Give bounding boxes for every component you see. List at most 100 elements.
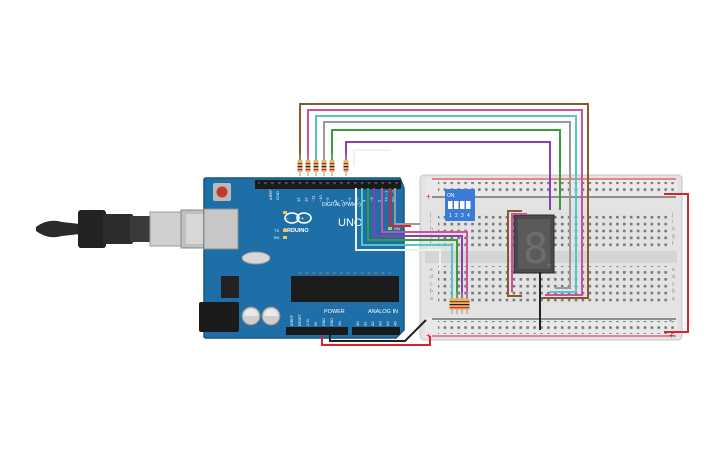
power-jack xyxy=(199,302,239,332)
analog-pin-label: A1 xyxy=(364,321,368,326)
analog-pin-label: A0 xyxy=(356,321,360,326)
digital-pin-label: 2 xyxy=(376,199,381,202)
row-letter: c xyxy=(430,281,433,287)
l-led xyxy=(283,211,287,214)
row-letter: i xyxy=(672,219,673,225)
on-label: ON xyxy=(394,226,400,231)
dip-number: 1 xyxy=(449,213,452,219)
power-pin-label: 5V xyxy=(314,321,318,326)
arduino-logo: − + xyxy=(284,212,312,224)
svg-text:−: − xyxy=(286,216,289,222)
resistor[interactable] xyxy=(449,292,455,314)
rx-led xyxy=(283,236,287,239)
analog-pin-label: A5 xyxy=(394,321,398,326)
analog-pin-label: A4 xyxy=(386,321,390,326)
dip-number: 3 xyxy=(461,213,464,219)
arduino-model: UNO xyxy=(338,217,363,229)
digital-pin-label: 4 xyxy=(362,199,367,202)
rail-minus-right-bottom: - xyxy=(669,316,672,325)
row-letter: e xyxy=(430,267,433,273)
rx-label: RX xyxy=(274,235,280,240)
digital-pin-label: ~9 xyxy=(325,197,330,202)
resistor[interactable] xyxy=(459,292,465,314)
analog-label: ANALOG IN xyxy=(368,309,398,315)
row-letter: d xyxy=(672,274,675,280)
resistor[interactable] xyxy=(343,154,349,176)
digital-pin-label: 13 xyxy=(296,197,301,202)
signal-wires[interactable] xyxy=(299,103,589,299)
row-letter: h xyxy=(430,226,433,232)
digital-pin-label: ~11 xyxy=(311,195,316,202)
dip-wires[interactable] xyxy=(355,188,468,298)
digital-pin-label: 8 xyxy=(333,199,338,202)
svg-text:+: + xyxy=(301,216,304,222)
reset-button-cap[interactable] xyxy=(216,186,228,198)
voltage-regulator xyxy=(221,276,239,298)
gnd-label: GND xyxy=(275,191,280,200)
dip-number: 4 xyxy=(467,213,470,219)
digital-label: DIGITAL (PWM~) xyxy=(322,202,361,208)
row-letter: a xyxy=(430,296,433,302)
row-letter: c xyxy=(672,281,675,287)
dip-number: 2 xyxy=(455,213,458,219)
tx-label: TX xyxy=(274,228,279,233)
usb-port xyxy=(203,208,239,250)
display-wires[interactable] xyxy=(507,210,541,330)
row-letter: b xyxy=(672,289,675,295)
digital-pin-label: RX←0 xyxy=(391,189,396,202)
resistor[interactable] xyxy=(305,154,311,176)
row-letter: h xyxy=(672,226,675,232)
digital-pin-label: ~3 xyxy=(369,197,374,202)
resistor[interactable] xyxy=(313,154,319,176)
tx-led xyxy=(283,229,287,232)
power-pin-label: 3.3V xyxy=(306,318,310,326)
crystal xyxy=(241,251,271,265)
resistor[interactable] xyxy=(329,154,335,176)
resistor[interactable] xyxy=(464,292,470,314)
analog-pin-label: A3 xyxy=(379,321,383,326)
row-letter: f xyxy=(672,241,674,247)
seven-segment-digit: 8 xyxy=(523,224,548,273)
power-label: POWER xyxy=(324,309,345,315)
row-letter: j xyxy=(671,212,673,218)
digital-pin-label: TX→1 xyxy=(384,190,389,202)
microcontroller-chip xyxy=(291,276,399,302)
analog-pin-label: A2 xyxy=(371,321,375,326)
resistor[interactable] xyxy=(321,154,327,176)
bottom-resistors[interactable] xyxy=(449,292,470,314)
digital-pin-label: ~6 xyxy=(347,197,352,202)
row-letter: g xyxy=(672,234,675,240)
power-pin-label: RESET xyxy=(298,313,302,326)
resistor[interactable] xyxy=(297,154,303,176)
resistor[interactable] xyxy=(454,292,460,314)
aref-label: AREF xyxy=(268,189,273,200)
row-letter: e xyxy=(672,267,675,273)
digital-pin-label: ~10 xyxy=(318,194,323,202)
row-letter: b xyxy=(430,289,433,295)
row-letter: j xyxy=(429,212,431,218)
power-wires[interactable] xyxy=(321,193,689,346)
digital-pin-label: 7 xyxy=(340,199,345,202)
row-letter: f xyxy=(430,241,432,247)
power-pin-label: GND xyxy=(330,318,334,326)
row-letter: d xyxy=(430,274,433,280)
digital-pin-label: 12 xyxy=(303,197,308,202)
dip-on-label: ON xyxy=(447,193,455,199)
rail-plus-right-bottom: + xyxy=(669,331,674,340)
power-pin-label: GND xyxy=(322,318,326,326)
rail-plus-left-bottom: + xyxy=(426,331,431,340)
power-pin-label: IOREF xyxy=(290,314,294,326)
rail-plus-left-top: + xyxy=(426,192,431,201)
top-resistors[interactable] xyxy=(297,154,349,176)
seven-segment-display[interactable]: 8 xyxy=(513,214,555,274)
row-letter: a xyxy=(672,296,675,302)
arduino-brand: ARDUINO xyxy=(283,228,309,234)
